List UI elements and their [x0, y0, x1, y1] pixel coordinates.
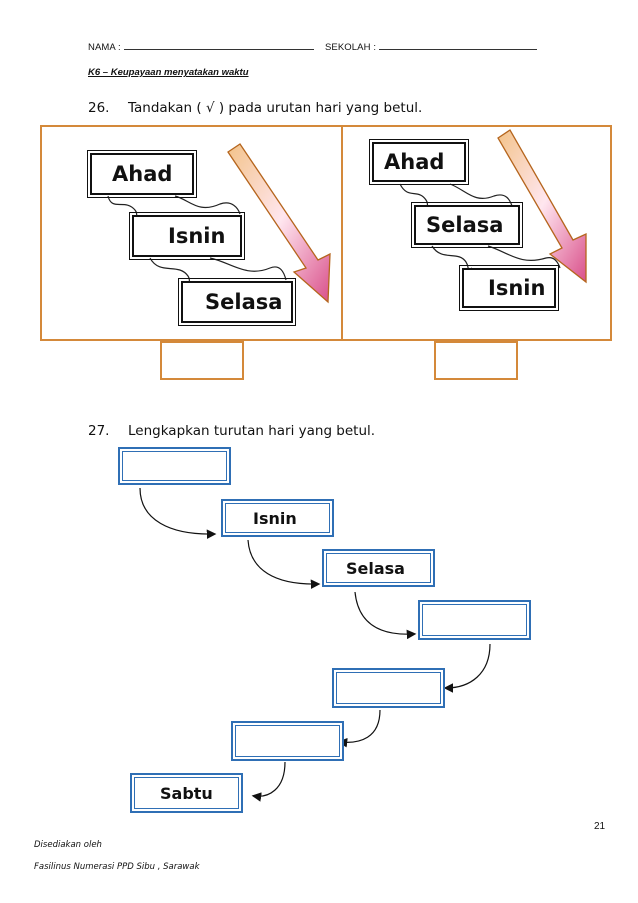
name-field: NAMA : [88, 40, 314, 53]
q26-right-answer-box[interactable] [434, 341, 518, 380]
footer-line-2: Fasilinus Numerasi PPD Sibu , Sarawak [34, 862, 200, 872]
page-number: 21 [594, 821, 606, 832]
school-field: SEKOLAH : [325, 40, 537, 53]
q27-box-7: Sabtu [130, 773, 243, 813]
q27-arrows [139, 487, 491, 802]
q27-box-2: Isnin [221, 499, 334, 537]
q26-right-arrow [497, 129, 587, 284]
school-label: SEKOLAH : [325, 42, 377, 53]
q26-left-day2: Isnin [129, 212, 245, 260]
q26-text: Tandakan ( √ ) pada urutan hari yang bet… [128, 100, 423, 116]
q26-right-day1: Ahad [369, 139, 469, 185]
q27-box-6[interactable] [231, 721, 344, 761]
q26-left-answer-box[interactable] [160, 341, 244, 380]
q26-left-day1: Ahad [87, 150, 197, 198]
q27-box-5[interactable] [332, 668, 445, 708]
q26-right-panel [341, 125, 612, 341]
q27-text: Lengkapkan turutan hari yang betul. [128, 423, 376, 439]
q27-number: 27. [88, 423, 110, 439]
q27-box-3: Selasa [322, 549, 435, 587]
q27-box-4[interactable] [418, 600, 531, 640]
q27-box-1[interactable] [118, 447, 231, 485]
footer-line-1: Disediakan oleh [34, 840, 102, 850]
q26-left-arrow [227, 143, 331, 304]
q26-right-day3: Isnin [459, 265, 559, 311]
name-blank[interactable] [123, 40, 314, 50]
q26-left-day3: Selasa [178, 278, 296, 326]
q26-right-day2: Selasa [411, 202, 523, 248]
topic-heading: K6 – Keupayaan menyatakan waktu [88, 67, 249, 78]
name-label: NAMA : [88, 42, 121, 53]
q26-number: 26. [88, 100, 110, 116]
school-blank[interactable] [378, 40, 537, 50]
